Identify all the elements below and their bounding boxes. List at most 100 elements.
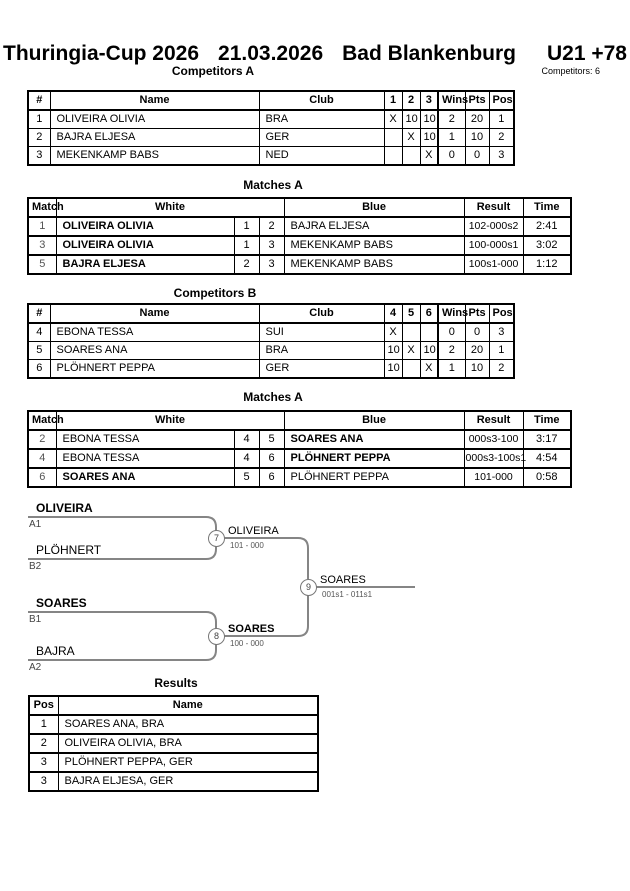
table-row: 6 PLÖHNERT PEPPA GER 10 X 1 10 2 [27,359,515,379]
results-table: Pos Name 1 SOARES ANA, BRA 2 OLIVEIRA OL… [28,695,319,792]
col-header-blue: Blue [283,410,465,431]
cell-blue-name: PLÖHNERT PEPPA [283,448,465,469]
cell-blue-name: BAJRA ELJESA [283,216,465,237]
cell-wins: 2 [437,109,466,129]
cell-match-number: 2 [27,429,57,450]
cell-score-6 [419,322,439,342]
col-header-match: Match [27,197,64,218]
cell-club: BRA [258,109,385,129]
col-header-4: 4 [383,303,403,324]
section-title-competitors-b: Competitors B [173,286,257,300]
cell-result: 102-000s2 [463,216,524,237]
table-row: 3 MEKENKAMP BABS NED X 0 0 3 [27,146,515,166]
col-header-blue: Blue [283,197,465,218]
table-row: 4 EBONA TESSA 4 6 PLÖHNERT PEPPA 000s3-1… [27,448,572,469]
cell-num: 6 [27,359,51,379]
cell-club: BRA [258,341,385,360]
cell-pos: 2 [28,733,59,754]
col-header-result: Result [463,197,524,218]
bracket-match-result: 100 - 000 [230,639,264,648]
cell-result: 000s3-100 [463,429,524,450]
cell-score-2: 10 [401,109,421,129]
cell-name: BAJRA ELJESA [49,128,260,147]
cell-score-6: X [419,359,439,379]
cell-score-1 [383,146,403,166]
table-header-row: # Name Club 4 5 6 Wins Pts Pos [27,303,515,324]
cell-white-number: 2 [233,254,260,275]
event-date: 21.03.2026 [218,42,324,65]
cell-num: 4 [27,322,51,342]
cell-match-number: 4 [27,448,57,469]
bracket-entry-name: SOARES [36,596,87,610]
cell-wins: 2 [437,341,466,360]
cell-name: MEKENKAMP BABS [49,146,260,166]
col-header-num: # [27,90,51,111]
cell-result: 100s1-000 [463,254,524,275]
cell-pos: 3 [28,771,59,792]
cell-white-name: EBONA TESSA [55,429,235,450]
table-row: 5 SOARES ANA BRA 10 X 10 2 20 1 [27,341,515,360]
cell-result: 100-000s1 [463,235,524,256]
table-header-row: Match White Blue Result Time [27,410,572,431]
cell-white-number: 1 [233,235,260,256]
bracket-entry-name: BAJRA [36,644,75,658]
cell-score-5 [401,359,421,379]
col-header-num: # [27,303,51,324]
cell-pos: 1 [488,109,515,129]
table-row: 3 OLIVEIRA OLIVIA 1 3 MEKENKAMP BABS 100… [27,235,572,256]
bracket-match-result: 001s1 - 011s1 [322,590,373,599]
cell-white-name: EBONA TESSA [55,448,235,469]
col-header-time: Time [522,197,572,218]
table-row: 2 OLIVEIRA OLIVIA, BRA [28,733,319,754]
cell-num: 1 [27,109,51,129]
cell-score-1: X [383,109,403,129]
section-title-matches-a: Matches A [243,178,303,192]
cell-result: 000s3-100s1 [463,448,526,469]
cell-time: 1:12 [522,254,572,275]
col-header-3: 3 [419,90,439,111]
cell-white-number: 4 [233,429,260,450]
matches-b-table: Match White Blue Result Time 2 EBONA TES… [27,410,573,488]
table-row: 1 OLIVEIRA OLIVIA BRA X 10 10 2 20 1 [27,109,515,129]
col-header-pts: Pts [464,303,490,324]
section-title-competitors-a: Competitors A [171,64,255,78]
cell-score-5 [401,322,421,342]
cell-pts: 20 [464,341,490,360]
page-title: Thuringia-Cup 2026 21.03.2026 Bad Blanke… [0,42,630,66]
col-header-pos: Pos [488,90,515,111]
table-row: 2 BAJRA ELJESA GER X 10 1 10 2 [27,128,515,147]
col-header-pos: Pos [488,303,515,324]
table-header-row: # Name Club 1 2 3 Wins Pts Pos [27,90,515,111]
cell-club: SUI [258,322,385,342]
cell-name: PLÖHNERT PEPPA, GER [57,752,319,773]
col-header-wins: Wins [437,90,468,111]
cell-score-1 [383,128,403,147]
competitors-count-label: Competitors: 6 [541,66,600,76]
event-category: U21 +78 [547,42,627,65]
col-header-pos: Pos [28,695,59,716]
table-header-row: Match White Blue Result Time [27,197,572,218]
col-header-result: Result [463,410,524,431]
section-title-results: Results [154,676,198,690]
cell-pts: 20 [464,109,490,129]
table-row: 2 EBONA TESSA 4 5 SOARES ANA 000s3-100 3… [27,429,572,450]
bracket-node-7: 7 [208,530,225,547]
bracket-match-result: 101 - 000 [230,541,264,550]
cell-time: 3:02 [522,235,572,256]
bracket-entry-seed: A1 [29,519,42,530]
competitors-b-table: # Name Club 4 5 6 Wins Pts Pos 4 EBONA T… [27,303,515,379]
cell-name: OLIVEIRA OLIVIA, BRA [57,733,319,754]
competitors-a-table: # Name Club 1 2 3 Wins Pts Pos 1 OLIVEIR… [27,90,515,166]
cell-blue-name: MEKENKAMP BABS [283,254,465,275]
col-header-club: Club [258,303,385,324]
col-header-white: White [55,197,285,218]
cell-pos: 1 [488,341,515,360]
table-header-row: Pos Name [28,695,319,716]
cell-match-number: 6 [27,467,57,488]
cell-num: 5 [27,341,51,360]
cell-match-number: 5 [27,254,57,275]
bracket-entry-seed: B1 [29,614,42,625]
event-name: Thuringia-Cup 2026 [3,42,200,65]
cell-blue-name: SOARES ANA [283,429,465,450]
table-row: 3 PLÖHNERT PEPPA, GER [28,752,319,773]
